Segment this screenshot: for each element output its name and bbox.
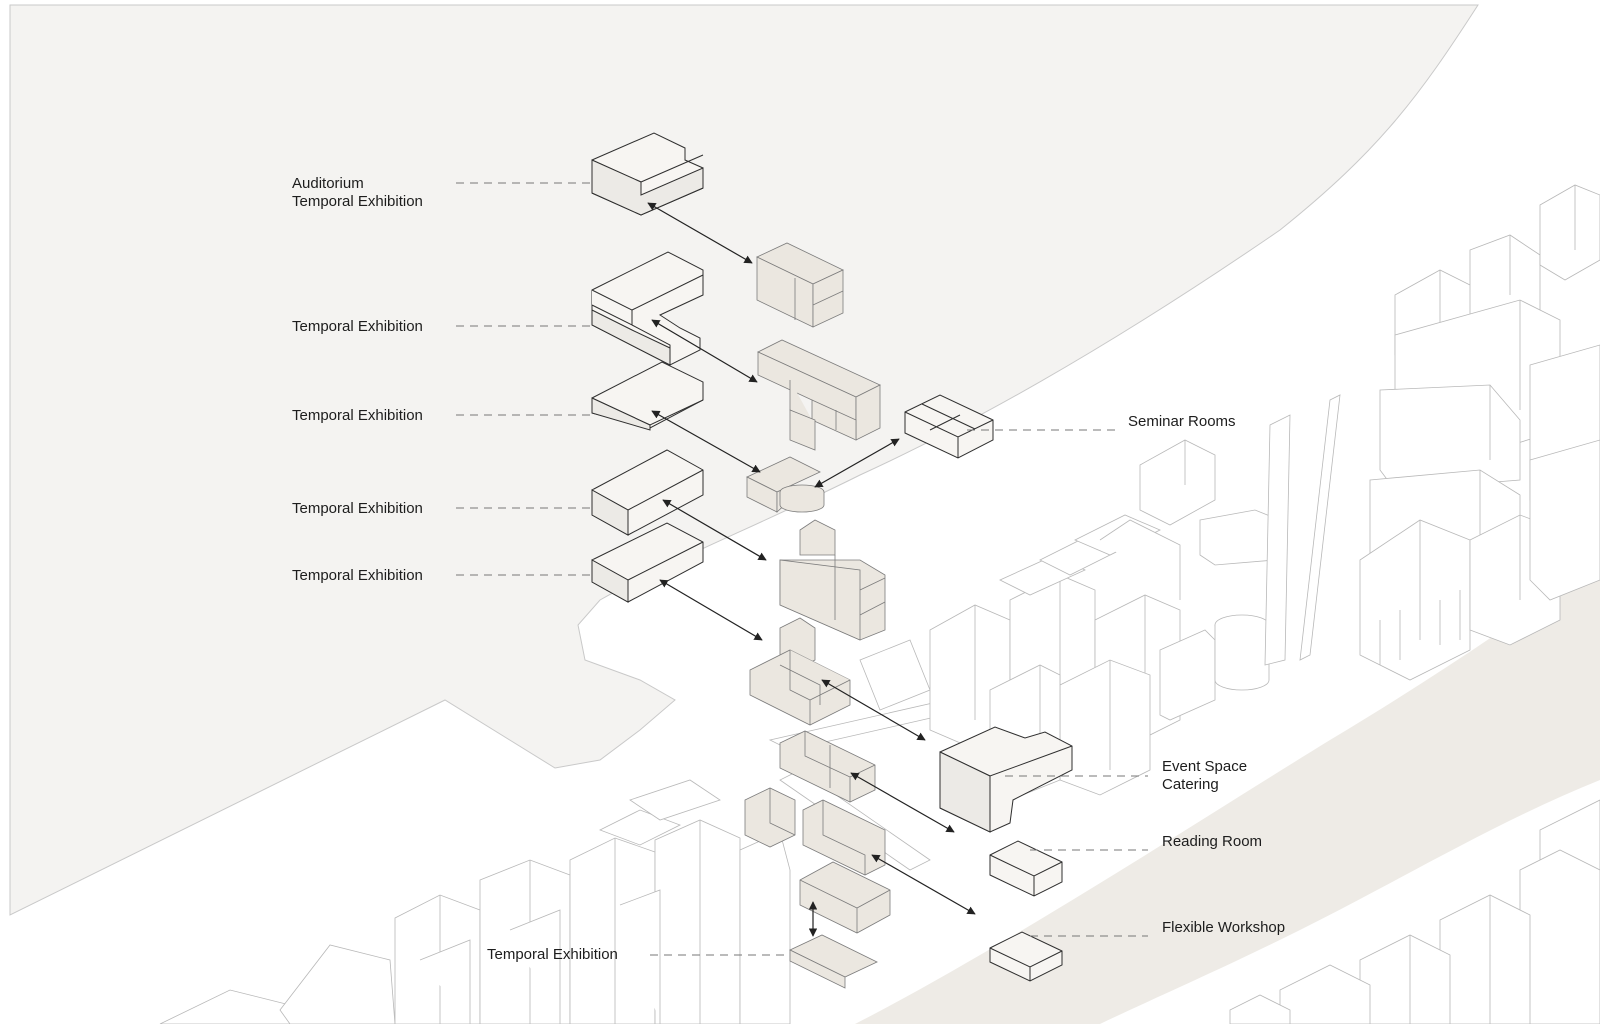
relocation-arrows [647,202,976,937]
leader-lines [456,182,1148,956]
label-auditorium: Auditorium Temporal Exhibition [292,175,423,211]
label-event-line1: Event Space [1162,758,1248,775]
label-event-line2: Catering [1162,776,1219,793]
label-temporal-exhibition-5: Temporal Exhibition [487,946,618,963]
label-auditorium-line1: Auditorium [292,175,364,192]
label-event-space: Event Space Catering [1162,758,1247,794]
label-temporal-exhibition-2: Temporal Exhibition [292,407,423,424]
label-temporal-exhibition-4: Temporal Exhibition [292,567,423,584]
water-area [9,4,1479,916]
label-temporal-exhibition-3: Temporal Exhibition [292,500,423,517]
label-seminar-rooms: Seminar Rooms [1128,413,1236,430]
quay-band [855,560,1600,1024]
label-auditorium-line2: Temporal Exhibition [292,193,423,210]
label-reading-room: Reading Room [1162,833,1263,850]
exploded-volumes [591,132,1073,982]
label-temporal-exhibition-1: Temporal Exhibition [292,318,423,335]
label-flexible-workshop: Flexible Workshop [1162,919,1286,936]
